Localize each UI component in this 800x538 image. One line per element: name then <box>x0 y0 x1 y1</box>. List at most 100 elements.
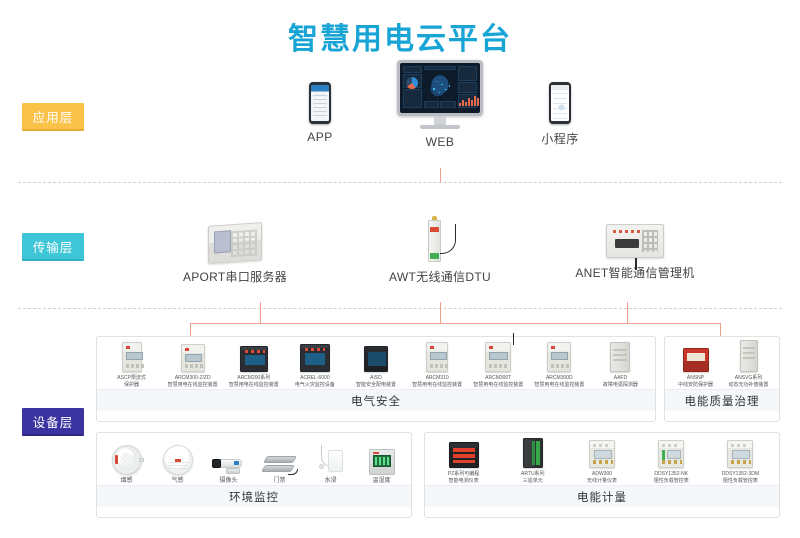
device-item[interactable]: 烟感 <box>101 441 152 485</box>
connector-awt-down <box>440 302 441 324</box>
device-item-desc: 智慧用电在线监控装置 <box>473 382 524 388</box>
layer-tag-device: 设备层 <box>22 408 84 434</box>
device-item[interactable]: ASCP限流式保护器 <box>101 338 162 389</box>
safe-distribution-icon <box>345 338 406 372</box>
device-item-model: DDSY1352-NK <box>654 471 689 477</box>
application-item-label: WEB <box>425 135 455 149</box>
device-item[interactable]: 门禁 <box>254 441 305 485</box>
device-item-desc: 智能电测仪表 <box>448 478 479 484</box>
device-item-desc: 无线计量仪表 <box>587 478 618 484</box>
transport-item-label: APORT串口服务器 <box>182 270 288 284</box>
device-item[interactable]: ARTU系列三遥单元 <box>498 434 567 485</box>
device-item-desc: 电气火灾监控设备 <box>294 382 335 388</box>
wireless-meter-icon <box>567 434 636 468</box>
device-panel-items: 烟感 气感 摄像头 门禁 <box>97 433 411 485</box>
device-item-model: DDSY1352-3DM <box>721 471 760 477</box>
desktop-monitor-icon <box>397 60 483 129</box>
din-monitor-icon <box>407 338 468 372</box>
application-item-web[interactable]: WEB <box>390 60 490 149</box>
device-item[interactable]: 气感 <box>152 441 203 485</box>
device-item-model: ANSVG系列 <box>734 375 763 381</box>
device-item[interactable]: 摄像头 <box>203 441 254 485</box>
current-limiting-protector-icon <box>101 338 162 372</box>
fire-monitoring-host-icon <box>284 338 345 372</box>
application-item-miniprogram[interactable]: 小程序 <box>530 82 590 147</box>
device-panel-section-label: 电气安全 <box>97 389 655 411</box>
arc-fault-detector-icon <box>590 338 651 372</box>
device-item[interactable]: 温湿度 <box>356 441 407 485</box>
device-item-model: ARCM300-Z/ZD <box>174 375 211 381</box>
rtu-unit-icon <box>498 434 567 468</box>
device-item-model: ARCM300T <box>485 375 512 381</box>
smartphone-icon <box>309 82 331 124</box>
transport-item-anet[interactable]: ANET智能通信管理机 <box>550 216 720 281</box>
connector-bus-right-drop <box>720 323 721 336</box>
application-layer-row: APP <box>100 60 760 170</box>
page-title: 智慧用电云平台 <box>288 23 512 56</box>
load-control-meter-icon <box>637 434 706 468</box>
device-panel-environment-monitoring: 烟感 气感 摄像头 门禁 <box>96 432 412 518</box>
separator-application-transport <box>18 182 782 183</box>
application-item-label: 小程序 <box>541 132 579 146</box>
device-item[interactable]: 水浸 <box>305 441 356 485</box>
panel-monitor-icon <box>223 338 284 372</box>
connector-device-bus <box>190 323 721 324</box>
communication-gateway-icon <box>606 224 664 270</box>
device-item-model: ARCM200系列 <box>237 375 271 381</box>
device-item-model: PZ系列可编程 <box>447 471 480 477</box>
application-item-app[interactable]: APP <box>290 82 350 144</box>
din-monitor-antenna-icon <box>468 333 529 372</box>
device-item-model: 摄像头 <box>219 478 238 484</box>
device-item-desc: 智慧用电在线监控装置 <box>534 382 585 388</box>
device-item-desc: 智慧用电在线监控装置 <box>167 382 218 388</box>
device-item-desc: 阻性负载管控表 <box>653 478 689 484</box>
device-item-desc: 故障电弧探测器 <box>602 382 638 388</box>
separator-transport-device <box>18 308 782 309</box>
wireless-dtu-icon <box>420 216 460 262</box>
din-monitor-icon <box>529 338 590 372</box>
device-item-model: ADW300 <box>592 471 613 477</box>
transport-item-awt[interactable]: AWT无线通信DTU <box>365 214 515 285</box>
device-panel-section-label: 电能计量 <box>425 485 779 507</box>
device-item-model: ARTU系列 <box>521 471 545 477</box>
layer-tag-application: 应用层 <box>22 103 84 129</box>
water-leak-sensor-icon <box>305 441 356 475</box>
device-item[interactable]: ANSVG系列动态无功补偿装置 <box>722 338 775 389</box>
device-item-model: ARCM300D <box>545 375 573 381</box>
device-item-desc: 动态无功补偿装置 <box>728 382 769 388</box>
device-item[interactable]: PZ系列可编程智能电测仪表 <box>429 434 498 485</box>
device-item-model: ARCM310 <box>425 375 449 381</box>
camera-icon <box>203 441 254 475</box>
device-panel-section-label: 电能质量治理 <box>665 389 779 411</box>
device-item-model: ANSNP <box>686 375 705 381</box>
miniprogram-phone-icon <box>549 82 571 124</box>
device-panel-section-label: 环境监控 <box>97 485 411 507</box>
device-item-model: 门禁 <box>273 478 286 484</box>
device-item-desc: 智能安全配电装置 <box>355 382 396 388</box>
device-item[interactable]: ARCM200系列智慧用电在线监控装置 <box>223 338 284 389</box>
transport-item-aport[interactable]: APORT串口服务器 <box>160 218 310 285</box>
device-item-model: 气感 <box>171 478 184 484</box>
smoke-detector-icon <box>101 441 152 475</box>
programmable-meter-icon <box>429 434 498 468</box>
temperature-humidity-icon <box>356 441 407 475</box>
neutral-protector-icon <box>669 338 722 372</box>
gas-detector-icon <box>152 441 203 475</box>
device-item-desc: 阻性负载管控表 <box>722 478 758 484</box>
